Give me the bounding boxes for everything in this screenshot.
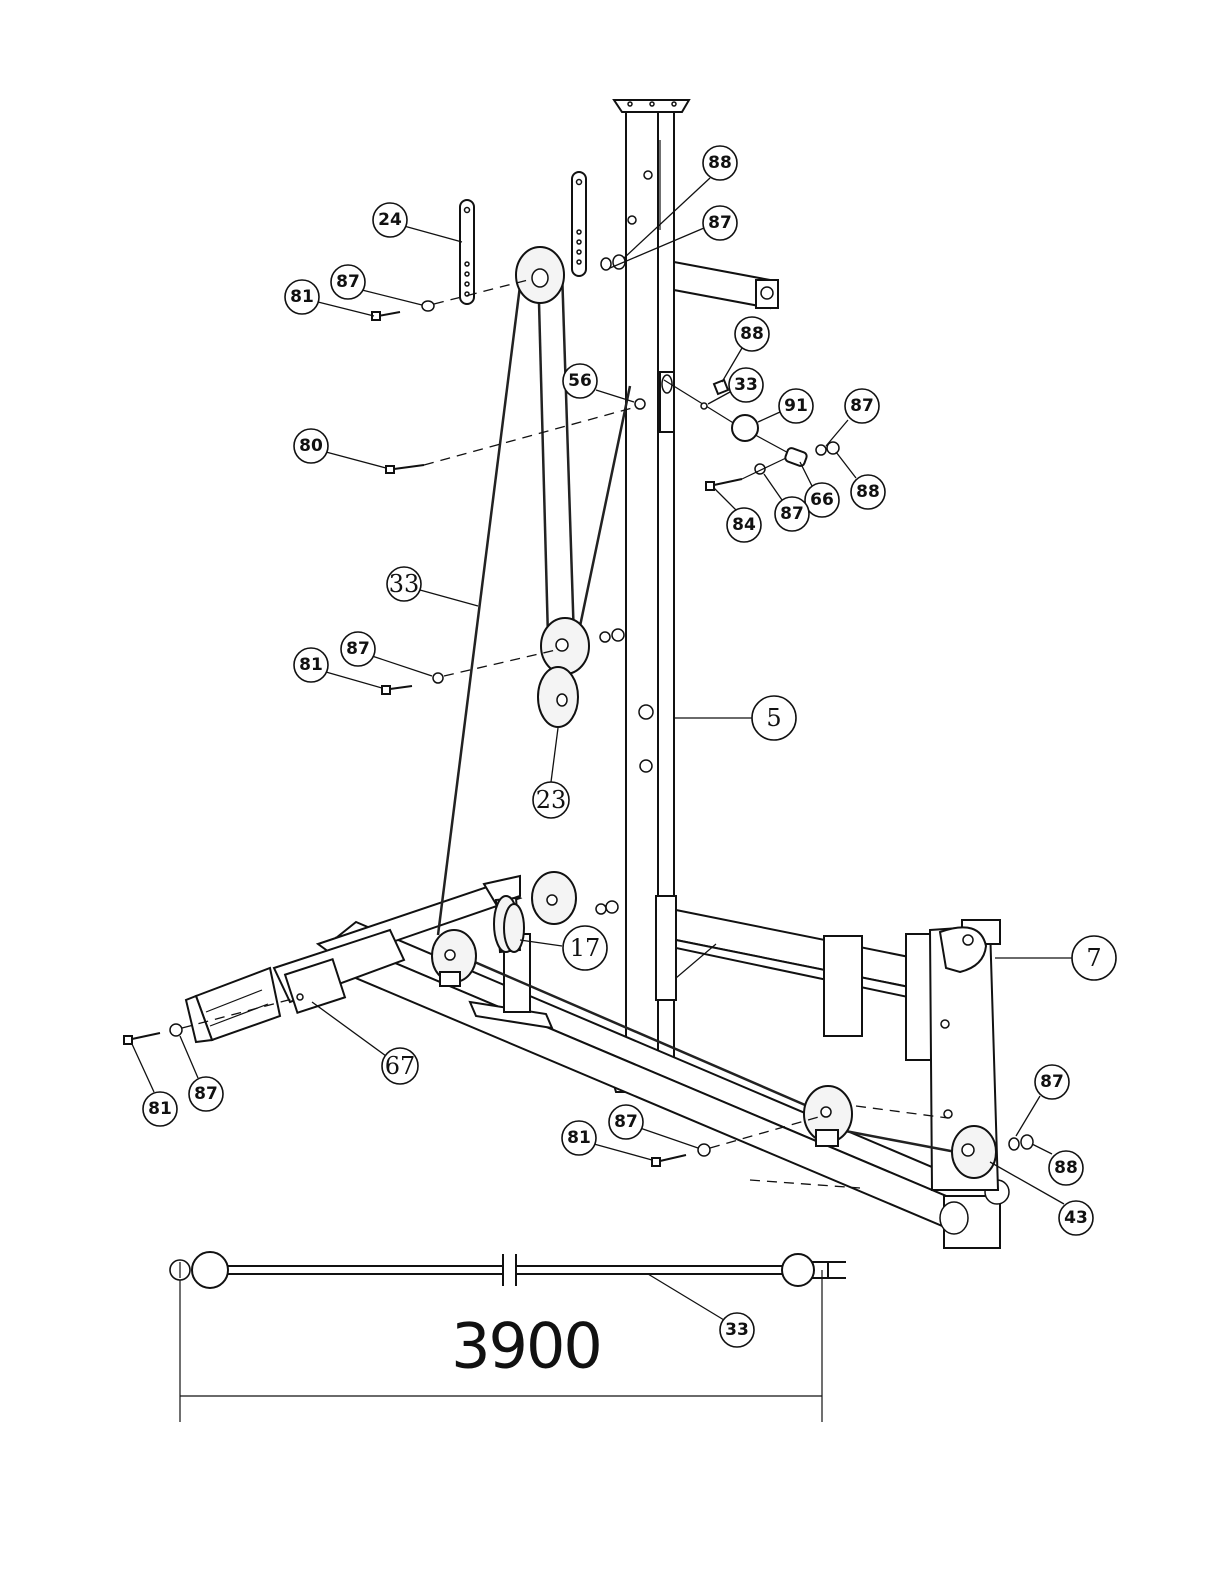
callout-66: 66 — [810, 490, 834, 510]
callout-33-cable: 33 — [389, 570, 420, 598]
callout-81-top: 81 — [290, 287, 314, 307]
pulley-base-middle — [532, 872, 576, 924]
callout-81-mid: 81 — [299, 655, 323, 675]
callout-17: 17 — [570, 934, 601, 962]
callout-87-left: 87 — [194, 1084, 218, 1104]
callout-87-top: 87 — [708, 213, 732, 233]
callout-87-left-top: 87 — [336, 272, 360, 292]
callout-33-detail: 33 — [725, 1320, 749, 1340]
pulley-double-17 — [494, 896, 524, 952]
callout-91: 91 — [784, 396, 808, 416]
callout-87-bottom-right: 87 — [1040, 1072, 1064, 1092]
cable-length-detail: 33 3900 — [170, 1252, 846, 1422]
pulley-floating-23 — [538, 618, 589, 727]
callout-87-mid: 87 — [346, 639, 370, 659]
callout-88-right: 88 — [856, 482, 880, 502]
callout-33-small: 33 — [734, 375, 758, 395]
callout-80: 80 — [299, 436, 323, 456]
callout-88-bottom-right: 88 — [1054, 1158, 1078, 1178]
callout-88-top: 88 — [708, 153, 732, 173]
callout-84: 84 — [732, 515, 756, 535]
callout-7: 7 — [1086, 944, 1101, 972]
callout-24: 24 — [378, 210, 402, 230]
callout-43: 43 — [1064, 1208, 1088, 1228]
pulley-top — [516, 247, 564, 303]
callout-81-bottom: 81 — [567, 1128, 591, 1148]
cable-clevis-66 — [784, 447, 808, 467]
callout-87-lower-right: 87 — [780, 504, 804, 524]
pulley-43 — [952, 1126, 996, 1178]
callout-67: 67 — [385, 1052, 416, 1080]
callout-87-right: 87 — [850, 396, 874, 416]
callout-5: 5 — [766, 704, 781, 732]
callout-56: 56 — [568, 371, 592, 391]
cable-ball-91 — [732, 415, 758, 441]
callout-23: 23 — [536, 786, 567, 814]
callout-87-bottom: 87 — [614, 1112, 638, 1132]
callout-81-left: 81 — [148, 1099, 172, 1119]
callout-88-mid: 88 — [740, 324, 764, 344]
cable-length-dimension: 3900 — [451, 1310, 601, 1383]
